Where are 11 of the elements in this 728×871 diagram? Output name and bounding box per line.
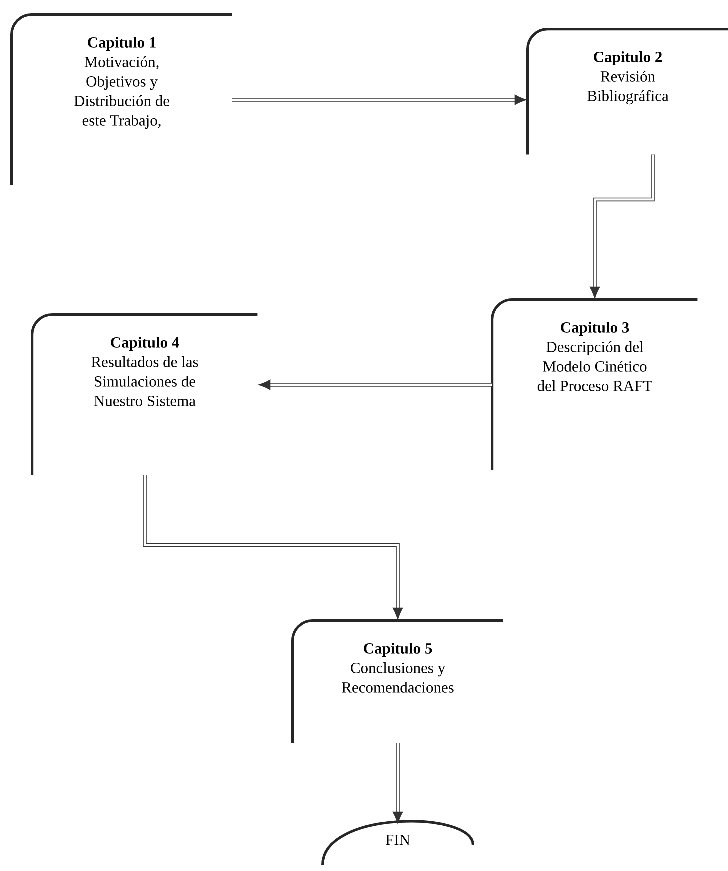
end-terminal: FIN [322,820,474,866]
process-box: Capitulo 5 Conclusiones y Recomendaciones [292,620,504,744]
arrow [143,475,404,620]
process-box: Capitulo 4 Resultados de las Simulaciones de Nuestro Sistema [31,314,258,476]
arrow [232,94,527,106]
arrow [590,154,655,299]
process-box: Capitulo 1 Motivación, Objetivos y Distribución de este Trabajo, [10,14,232,186]
arrow [392,743,404,824]
arrow [258,380,492,390]
process-box: Capitulo 3 Descripción del Modelo Cinético del Proceso RAFT [491,298,698,470]
process-box: Capitulo 2 Revisión Bibliográfica [526,28,728,155]
